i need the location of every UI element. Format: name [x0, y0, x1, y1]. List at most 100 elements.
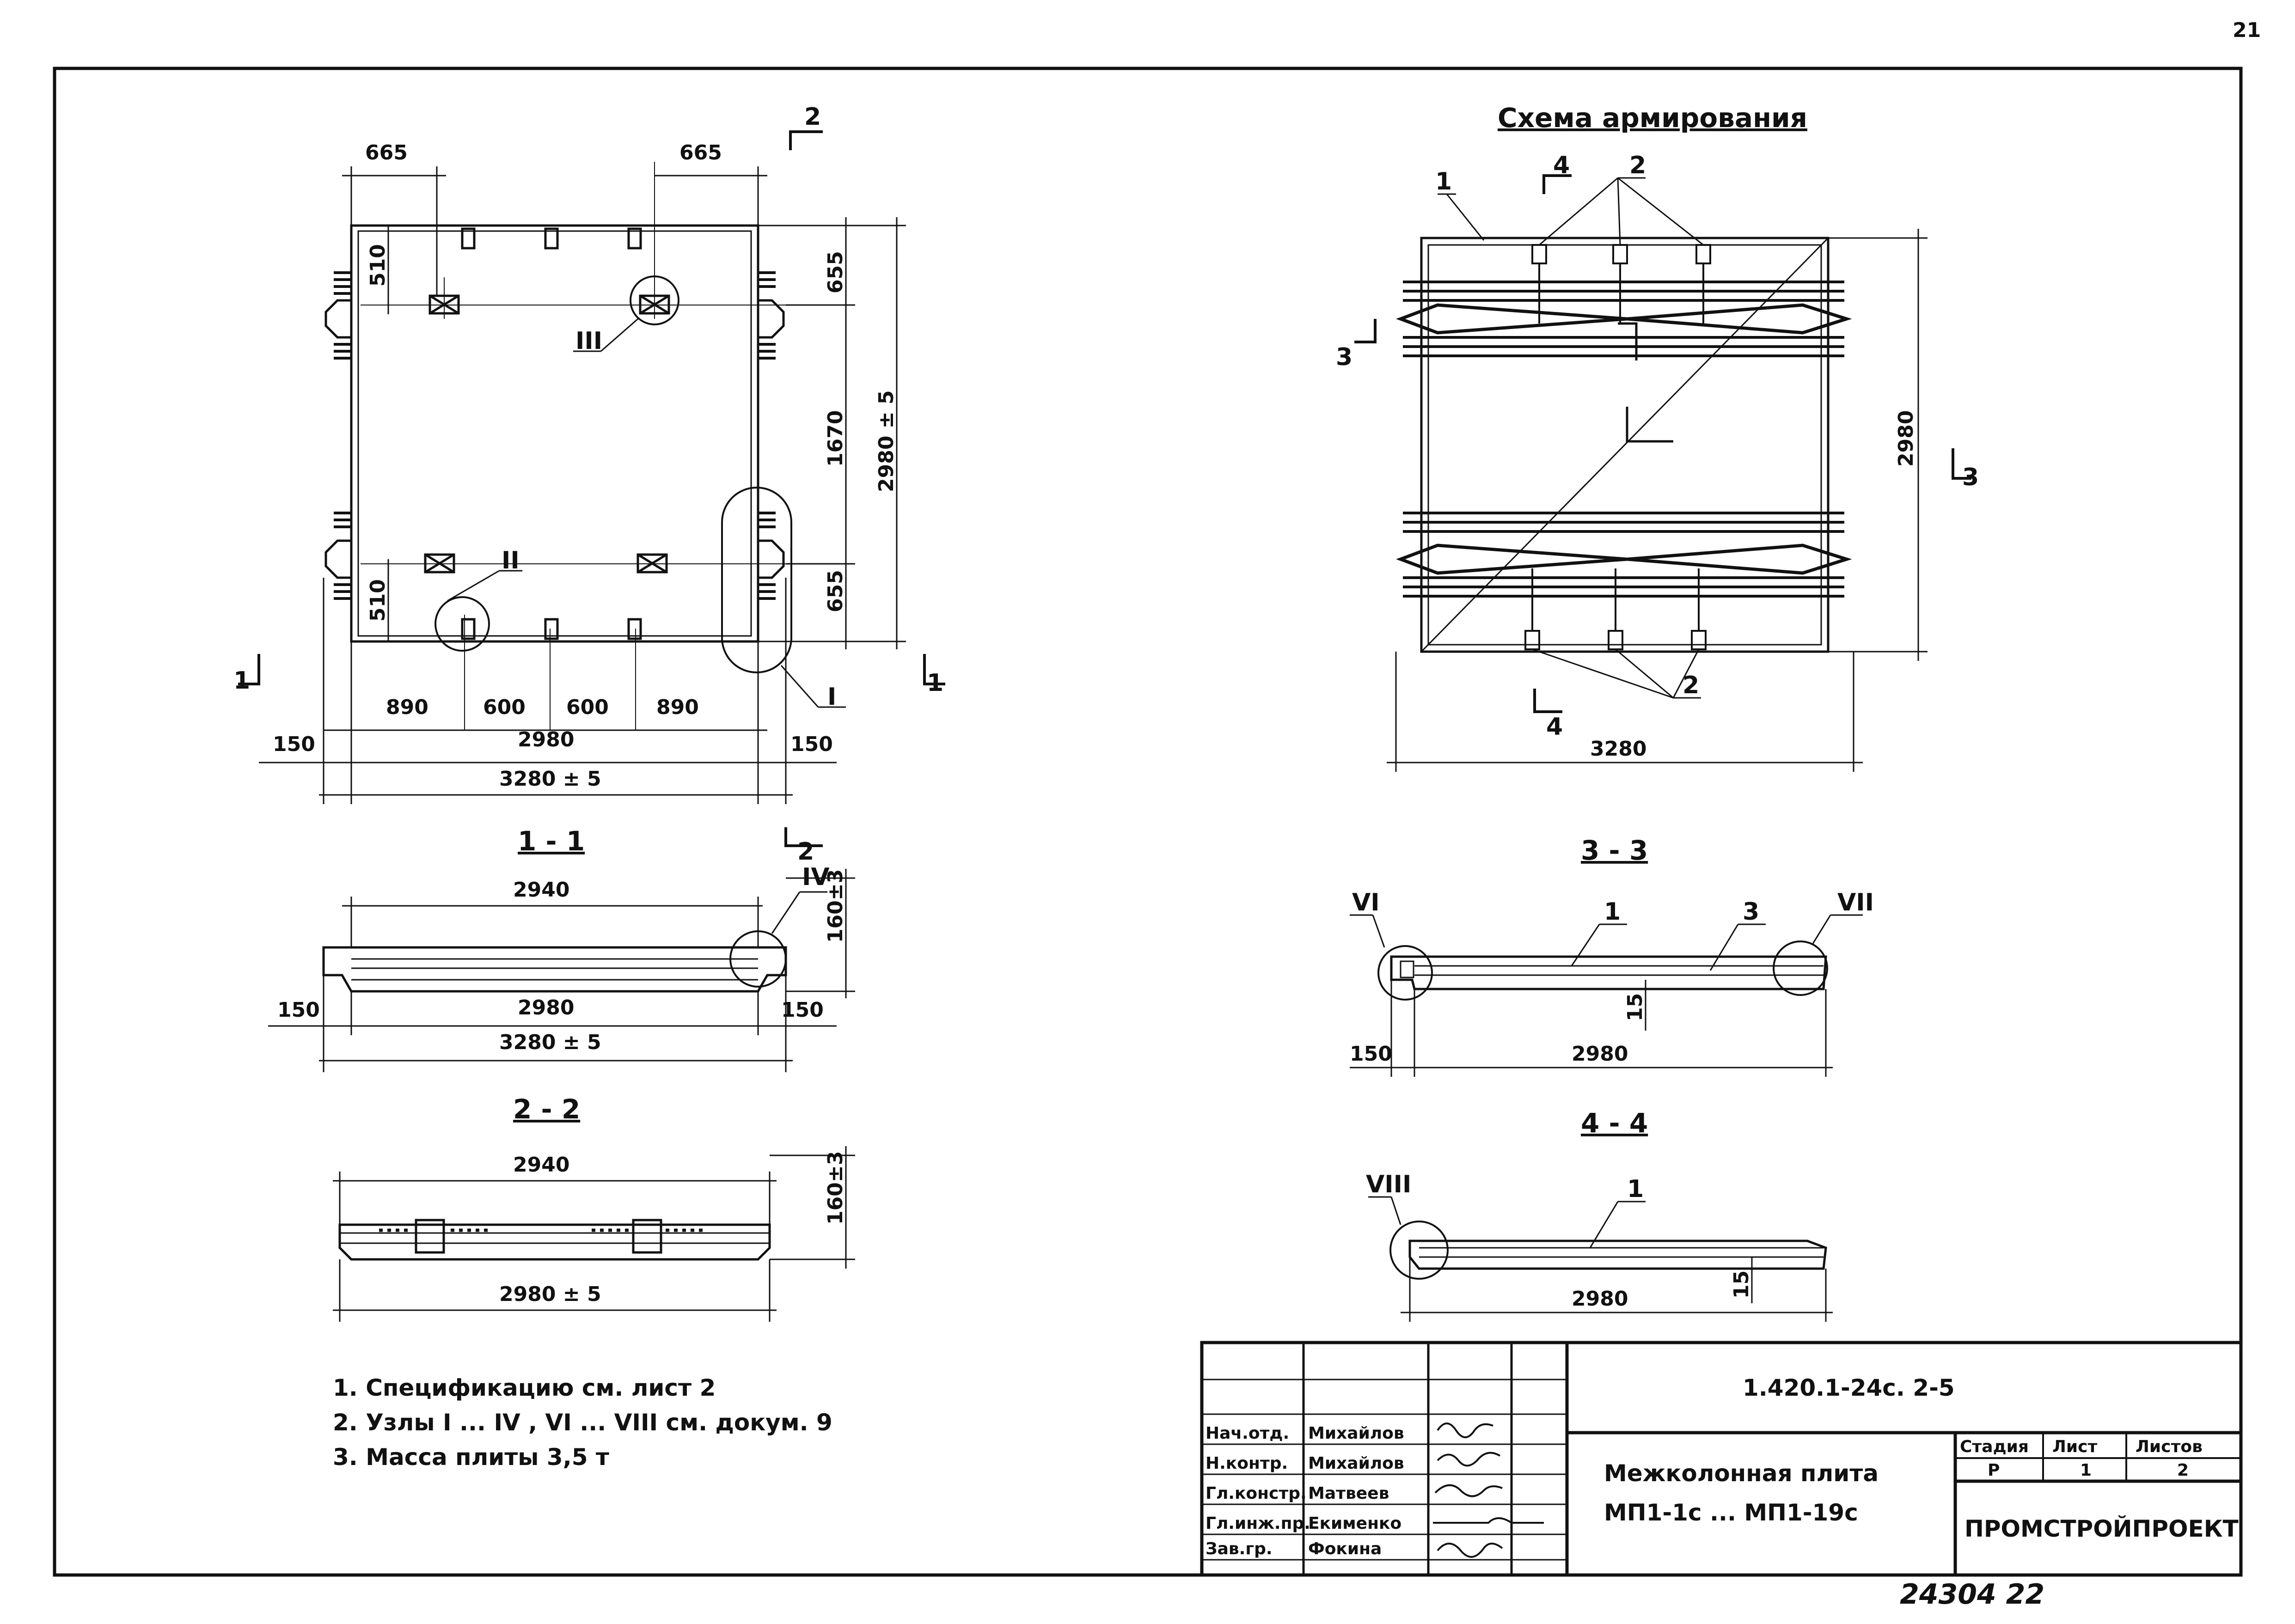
svg-text:Р: Р	[1988, 1461, 2000, 1480]
svg-text:150: 150	[790, 733, 833, 756]
notes: 1. Спецификацию см. лист 2 2. Узлы I ...…	[333, 1374, 832, 1471]
section-4-4	[1368, 1196, 1833, 1322]
svg-text:3: 3	[1743, 898, 1759, 926]
svg-text:3280 ± 5: 3280 ± 5	[499, 767, 601, 791]
note-3: 3. Масса плиты 3,5 т	[333, 1444, 609, 1471]
svg-text:IV: IV	[802, 863, 830, 891]
title-block	[1200, 1341, 2243, 1577]
svg-text:VI: VI	[1352, 889, 1380, 916]
svg-text:2980: 2980	[1572, 1042, 1628, 1066]
svg-text:2980: 2980	[1572, 1287, 1628, 1311]
svg-text:1670: 1670	[824, 410, 847, 467]
svg-text:600: 600	[483, 696, 526, 719]
svg-text:1: 1	[1627, 1175, 1644, 1203]
handwritten-code: 24304 22	[1900, 1578, 2044, 1611]
svg-text:1: 1	[927, 669, 943, 697]
svg-text:1: 1	[1604, 898, 1621, 926]
svg-text:Нач.отд.: Нач.отд.	[1206, 1424, 1289, 1443]
svg-text:15: 15	[1730, 1270, 1753, 1299]
svg-text:665: 665	[679, 141, 722, 165]
node-I-circle	[435, 596, 490, 652]
svg-text:15: 15	[1623, 993, 1647, 1021]
svg-text:Екименко: Екименко	[1308, 1514, 1401, 1533]
section-4-4-labels: 4 - 4 1 VIII 15 2980	[1366, 1107, 1753, 1311]
section-2-2-labels: 2 - 2 2940 160±3 2980 ± 5	[499, 1093, 847, 1306]
section-3-3	[1350, 914, 1863, 1077]
corner-number: 21	[2233, 18, 2261, 42]
svg-text:II: II	[502, 547, 520, 574]
doc-title-1: Межколонная плита	[1604, 1460, 1879, 1487]
svg-text:2: 2	[797, 838, 814, 866]
svg-text:3: 3	[1336, 343, 1353, 371]
svg-text:890: 890	[656, 696, 699, 719]
plan-view	[238, 130, 945, 847]
svg-text:150: 150	[277, 998, 320, 1022]
reinforcement-frame	[1420, 237, 1830, 653]
svg-text:3280 ± 5: 3280 ± 5	[499, 1031, 601, 1054]
svg-text:Гл.инж.пр.: Гл.инж.пр.	[1206, 1514, 1310, 1533]
svg-text:1 - 1: 1 - 1	[518, 825, 585, 857]
svg-text:3 - 3: 3 - 3	[1581, 835, 1648, 866]
svg-text:4: 4	[1546, 713, 1563, 741]
svg-text:600: 600	[566, 696, 609, 719]
svg-text:2980 ± 5: 2980 ± 5	[499, 1282, 601, 1306]
plan-slab-outline	[350, 224, 759, 643]
svg-text:3: 3	[1962, 464, 1979, 491]
svg-text:1: 1	[233, 667, 250, 695]
svg-text:510: 510	[366, 244, 390, 287]
svg-text:4: 4	[1553, 152, 1570, 179]
svg-text:Михайлов: Михайлов	[1308, 1454, 1404, 1473]
company-name: ПРОМСТРОЙПРОЕКТ	[1965, 1515, 2239, 1542]
svg-text:890: 890	[386, 696, 428, 719]
section-2-2	[333, 1146, 855, 1322]
svg-text:Листов: Листов	[2136, 1437, 2203, 1456]
note-2: 2. Узлы I ... IV , VI ... VIII см. докум…	[333, 1409, 832, 1436]
node-VI-circle	[1377, 945, 1433, 1001]
node-VII-circle	[1773, 940, 1828, 996]
svg-text:150: 150	[1350, 1042, 1392, 1066]
svg-text:1: 1	[2080, 1461, 2092, 1480]
svg-text:1: 1	[1435, 168, 1452, 195]
svg-text:2: 2	[804, 103, 821, 131]
svg-text:Лист: Лист	[2052, 1437, 2097, 1456]
svg-text:2: 2	[1683, 672, 1699, 699]
svg-text:Михайлов: Михайлов	[1308, 1424, 1404, 1443]
svg-text:655: 655	[824, 251, 847, 293]
svg-text:150: 150	[781, 998, 824, 1022]
svg-text:2980: 2980	[518, 996, 574, 1020]
svg-text:2980 ± 5: 2980 ± 5	[875, 390, 898, 492]
svg-text:Гл.констр.: Гл.констр.	[1206, 1484, 1307, 1503]
section-1-1	[268, 869, 855, 1072]
svg-text:2980: 2980	[518, 728, 574, 751]
svg-text:4 - 4: 4 - 4	[1581, 1107, 1648, 1139]
section-1-1-labels: 1 - 1 2940 160±3 2980 150 150 3280 ± 5 I…	[277, 825, 847, 1054]
svg-text:2: 2	[1629, 152, 1646, 179]
svg-text:Фокина: Фокина	[1308, 1539, 1382, 1558]
svg-text:Стадия: Стадия	[1960, 1437, 2029, 1456]
svg-text:665: 665	[365, 141, 408, 165]
reinforcement-scheme	[1354, 174, 1971, 772]
signatures	[1433, 1423, 1544, 1558]
svg-text:160±3: 160±3	[824, 869, 847, 943]
svg-text:510: 510	[366, 579, 390, 622]
svg-text:150: 150	[273, 733, 315, 756]
svg-text:Матвеев: Матвеев	[1308, 1484, 1389, 1503]
svg-text:VIII: VIII	[1366, 1171, 1411, 1198]
svg-text:3280: 3280	[1590, 737, 1646, 761]
reinforcement-labels: Схема армирования 1 2 2 3 3 4 4 2980 328…	[1336, 102, 1979, 761]
svg-text:2940: 2940	[513, 1153, 569, 1177]
svg-text:655: 655	[824, 570, 847, 612]
svg-text:III: III	[575, 327, 602, 355]
node-VIII-circle	[1389, 1221, 1449, 1280]
doc-title-2: МП1-1с ... МП1-19с	[1604, 1499, 1858, 1526]
svg-text:2: 2	[2177, 1461, 2189, 1480]
svg-text:160±3: 160±3	[824, 1151, 847, 1225]
svg-text:VII: VII	[1837, 889, 1874, 916]
svg-text:Н.контр.: Н.контр.	[1206, 1454, 1288, 1473]
note-1: 1. Спецификацию см. лист 2	[333, 1374, 716, 1401]
svg-text:Зав.гр.: Зав.гр.	[1206, 1539, 1273, 1558]
sheet-border	[53, 67, 2243, 1577]
svg-text:Схема армирования: Схема армирования	[1498, 102, 1807, 134]
node-I-oval	[721, 487, 792, 673]
doc-code: 1.420.1-24с. 2-5	[1743, 1374, 1955, 1401]
